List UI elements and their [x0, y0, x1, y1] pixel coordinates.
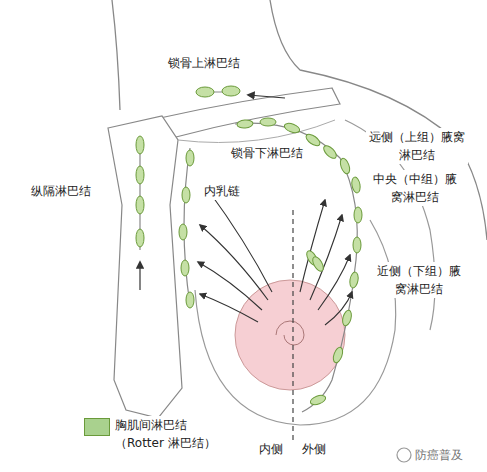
- flow-arrow: [208, 190, 272, 292]
- axillary-chain: [235, 123, 357, 412]
- lymph-node: [309, 394, 327, 407]
- lymph-node: [332, 346, 345, 364]
- flow-arrow: [139, 262, 140, 290]
- side-label: 外侧: [301, 440, 327, 458]
- lymph-node: [186, 292, 194, 308]
- lymph-node: [311, 255, 326, 273]
- lymph-node: [351, 176, 362, 193]
- lymph-node: [353, 237, 361, 253]
- lymph-node: [181, 260, 189, 276]
- lymph-node: [179, 224, 187, 240]
- lymph-node: [237, 119, 254, 128]
- region-label: 锁骨下淋巴结: [230, 144, 304, 162]
- flow-arrow: [200, 294, 258, 322]
- watermark: 防癌普及: [414, 446, 464, 464]
- watermark-icon: [397, 448, 411, 462]
- breast-outline: [195, 220, 396, 425]
- region-label: 中央（中组）腋 窝淋巴结: [368, 170, 462, 206]
- lymph-node: [222, 86, 240, 96]
- lymph-node: [354, 207, 362, 223]
- lymph-node: [322, 144, 339, 161]
- lymph-node: [341, 309, 353, 327]
- lymph-node: [186, 150, 194, 166]
- region-label: 锁骨上淋巴结: [167, 54, 241, 72]
- flow-arrow: [318, 255, 350, 310]
- flow-arrow: [198, 262, 262, 310]
- divider-line: [292, 210, 293, 440]
- flow-arrow: [300, 200, 325, 292]
- lymph-node: [182, 187, 190, 203]
- side-label: 内侧: [258, 440, 284, 458]
- neck-outline: [112, 0, 120, 110]
- lymph-node: [283, 122, 301, 135]
- flow-arrow: [310, 215, 342, 300]
- areola: [235, 280, 345, 390]
- flow-arrow: [248, 95, 285, 98]
- lymph-node: [136, 166, 144, 184]
- lymph-node: [339, 157, 352, 175]
- lymph-node: [136, 196, 144, 214]
- region-label: 远侧（上组）腋窝 淋巴结: [366, 128, 468, 164]
- lymph-node: [304, 132, 322, 148]
- legend-swatch: [84, 418, 110, 436]
- lymph-node: [136, 229, 144, 247]
- lymph-node: [349, 271, 360, 288]
- shoulder-outline: [270, 0, 487, 240]
- region-label: 纵隔淋巴结: [30, 182, 92, 200]
- region-label: 近侧（下组）腋 窝淋巴结: [372, 262, 466, 298]
- nipple: [276, 321, 304, 345]
- sternum: [108, 116, 182, 418]
- region-label: 内乳链: [203, 182, 241, 200]
- legend-text: 胸肌间淋巴结 （Rotter 淋巴结）: [114, 416, 226, 452]
- lymph-node: [260, 118, 276, 126]
- flow-arrow: [200, 225, 268, 300]
- lymph-node: [196, 87, 214, 97]
- lymph-node: [136, 136, 144, 154]
- clavicle: [160, 88, 340, 138]
